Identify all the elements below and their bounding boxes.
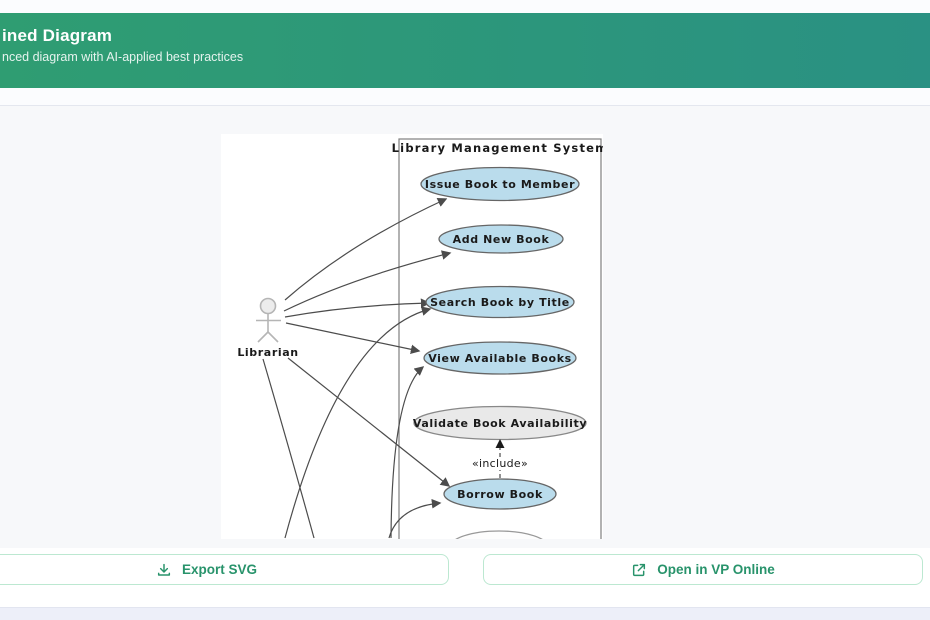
association-connector <box>285 322 421 355</box>
association-connector <box>388 498 442 539</box>
association-connector <box>262 358 315 539</box>
actor-leg-left <box>257 331 269 343</box>
actor-leg-right <box>267 331 279 343</box>
use-case-ellipse <box>438 224 564 254</box>
export-svg-button[interactable]: Export SVG <box>0 554 449 585</box>
association-connector <box>284 298 431 318</box>
page-title: ined Diagram <box>2 26 113 45</box>
open-vp-online-button[interactable]: Open in VP Online <box>483 554 923 585</box>
include-label: «include» <box>472 457 528 470</box>
use-case-label: View Available Books <box>428 352 572 365</box>
use-case-ellipse <box>443 478 557 510</box>
use-case-ellipse <box>420 166 580 202</box>
use-case-ellipse <box>423 341 577 375</box>
page-subtitle: nced diagram with AI-applied best practi… <box>2 50 244 64</box>
association-connector <box>287 357 451 487</box>
use-case-label: Add New Book <box>453 233 550 246</box>
external-link-icon <box>631 562 647 578</box>
system-boundary-title: Library Management System <box>392 141 603 155</box>
download-icon <box>156 562 172 578</box>
association-connector <box>390 366 425 539</box>
footer-bar <box>0 607 930 620</box>
use-case-label: Borrow Book <box>457 488 543 501</box>
include-arrowhead <box>495 439 505 448</box>
use-case-ellipse <box>425 285 575 319</box>
open-vp-online-label: Open in VP Online <box>657 562 775 577</box>
use-case-label: Search Book by Title <box>430 296 570 309</box>
export-svg-label: Export SVG <box>181 562 257 577</box>
actor-head <box>259 297 277 315</box>
use-case-label: Issue Book to Member <box>425 178 575 191</box>
actor-label: Librarian <box>237 346 298 359</box>
use-case-ellipse <box>455 530 543 539</box>
use-case-label: Validate Book Availability <box>413 417 587 430</box>
header-banner: ined Diagram nced diagram with AI-applie… <box>0 13 930 88</box>
association-connector <box>284 198 448 301</box>
association-connector <box>283 250 452 312</box>
association-connector <box>284 306 432 539</box>
